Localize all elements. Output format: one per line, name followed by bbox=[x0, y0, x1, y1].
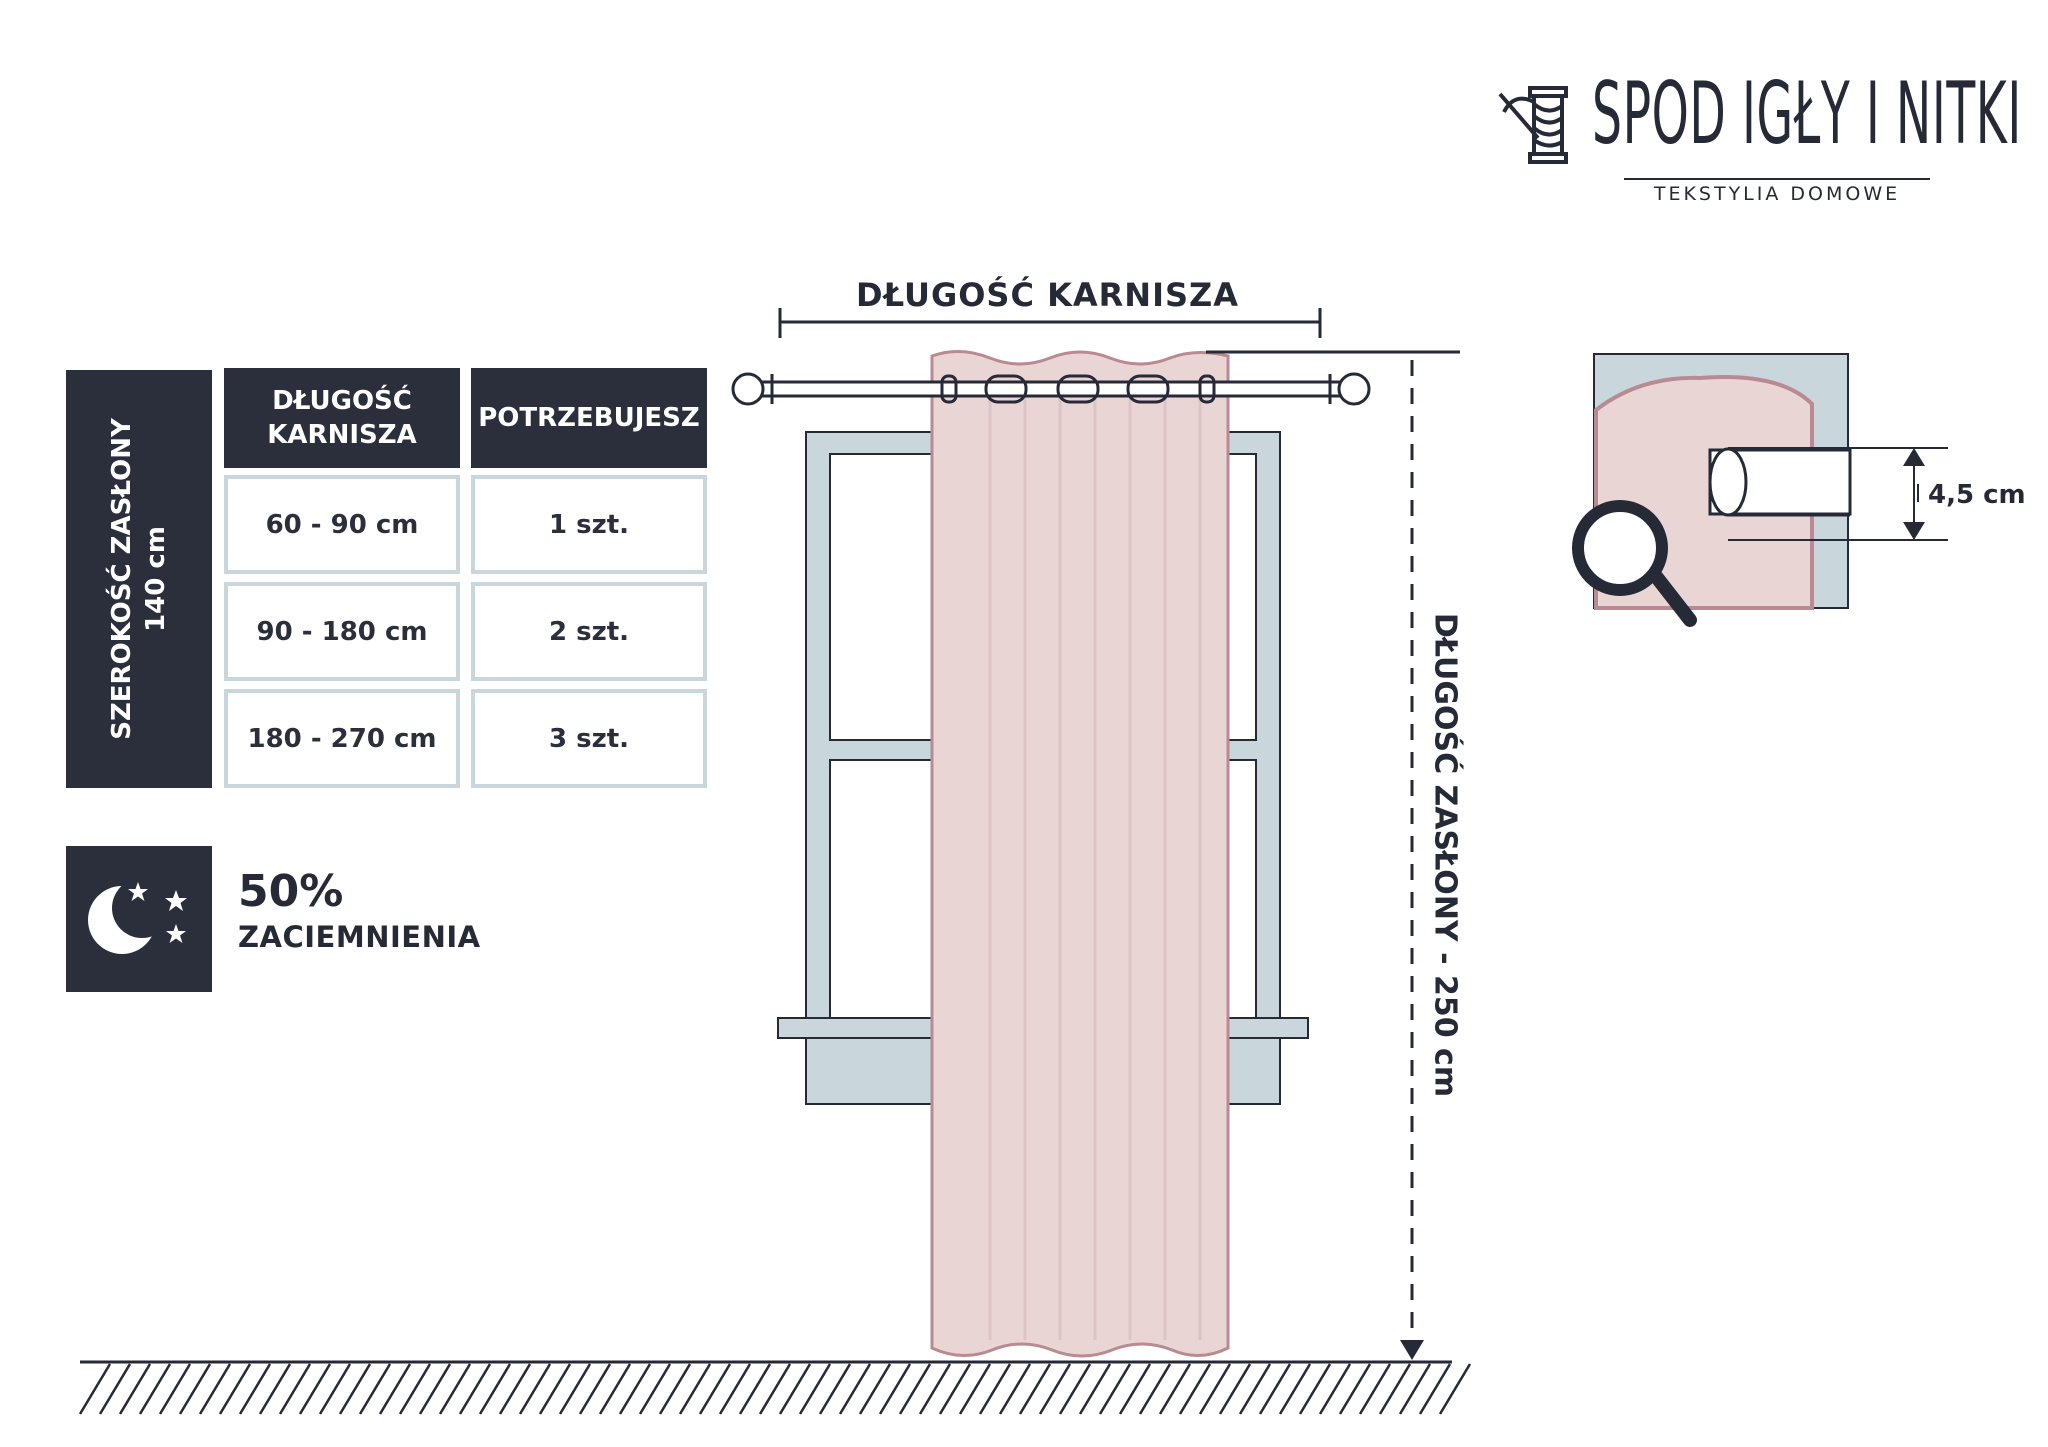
curtain-width-label: SZEROKOŚĆ ZASŁONY 140 cm bbox=[66, 370, 212, 788]
grommet-rings bbox=[940, 374, 1216, 404]
header-need: POTRZEBUJESZ bbox=[471, 368, 707, 468]
table-cell-length: 180 - 270 cm bbox=[224, 689, 460, 788]
ring-diameter-label: 4,5 cm bbox=[1928, 480, 2026, 510]
curtain bbox=[930, 350, 1230, 1358]
table-cell-length: 60 - 90 cm bbox=[224, 475, 460, 574]
table-cell-length: 90 - 180 cm bbox=[224, 582, 460, 681]
moon-stars-icon bbox=[88, 878, 187, 954]
floor-hatch bbox=[78, 1363, 1472, 1415]
rod-length-dimension bbox=[778, 308, 1322, 338]
detail-inset bbox=[1593, 353, 1948, 610]
table-cell-qty: 1 szt. bbox=[471, 475, 707, 574]
curtain-length-dimension bbox=[1206, 350, 1460, 1338]
logo-divider bbox=[1624, 178, 1930, 180]
spool-needle-icon bbox=[1498, 86, 1568, 164]
blackout-label: ZACIEMNIENIA bbox=[238, 920, 481, 954]
brand-tagline: TEKSTYLIA DOMOWE bbox=[1653, 183, 1901, 205]
blackout-value: 50% bbox=[238, 866, 344, 917]
table-cell-qty: 3 szt. bbox=[471, 689, 707, 788]
arrow-down-icon bbox=[1400, 1340, 1424, 1360]
moon-badge bbox=[66, 846, 212, 992]
curtain-folds bbox=[988, 380, 1202, 1340]
table-cell-qty: 2 szt. bbox=[471, 582, 707, 681]
rod-length-label: DŁUGOŚĆ KARNISZA bbox=[856, 276, 1239, 314]
curtain-length-label: DŁUGOŚĆ ZASŁONY - 250 cm bbox=[1427, 612, 1463, 1098]
magnifier-icon bbox=[1572, 500, 1697, 627]
header-rod-length: DŁUGOŚĆ KARNISZA bbox=[224, 368, 460, 468]
brand-name: SPOD IGŁY I NITKI bbox=[1592, 64, 2022, 164]
